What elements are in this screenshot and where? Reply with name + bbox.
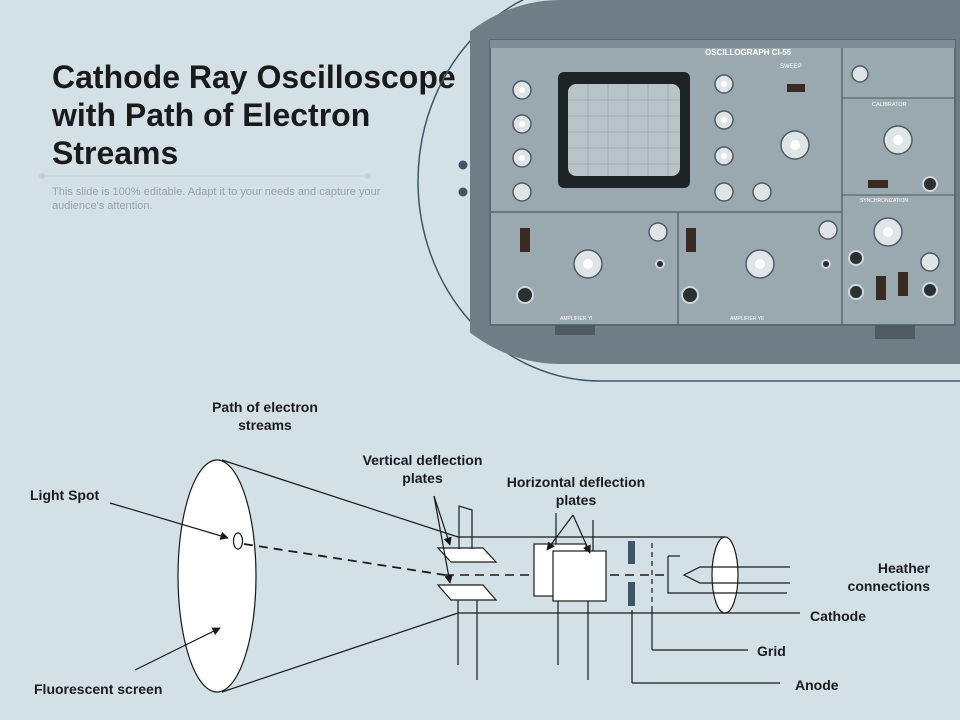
cathode-end (711, 536, 739, 614)
horizontal-plates-label: Horizontal deflection plates (506, 474, 646, 508)
cathode-label: Cathode (810, 608, 866, 624)
vertical-plate-bottom (436, 584, 498, 601)
anode-top-block (628, 541, 635, 564)
tube-bottom-edge (221, 612, 459, 693)
synchronization-label: SYNCHRONIZATION (860, 198, 908, 204)
heather-lead (667, 556, 787, 594)
fluorescent-screen (177, 459, 257, 693)
vertical-arrow-2 (433, 495, 453, 584)
vertical-arrow-1 (433, 495, 452, 546)
cathode-element (682, 566, 790, 584)
panel-title-text: OSCILLOGRAPH CI-55 (705, 48, 792, 57)
slide-subtitle: This slide is 100% editable. Adapt it to… (52, 186, 381, 212)
light-spot (232, 532, 244, 550)
fluorescent-arrow (134, 627, 221, 671)
light-spot-arrow (109, 502, 229, 540)
arc-dot-bottom (458, 187, 468, 197)
electron-beam-path (243, 543, 446, 576)
amplifier-y1-label: AMPLIFIER YI (560, 316, 592, 322)
light-spot-label: Light Spot (30, 487, 100, 503)
anode-label: Anode (795, 677, 839, 693)
sweep-label: SWEEP (780, 64, 802, 70)
grid-label: Grid (757, 643, 786, 659)
path-label: Path of electron streams (212, 399, 318, 433)
amplifier-y2-label: AMPLIFIER YII (730, 316, 764, 322)
horizontal-arrow-2 (572, 514, 591, 554)
horizontal-plate-front (552, 550, 607, 602)
heather-connections-label: Heather connections (847, 560, 930, 594)
vertical-plates-label: Vertical deflection plates (362, 452, 483, 486)
slide-title: Cathode Ray Oscilloscope with Path of El… (52, 59, 456, 171)
vertical-plate-top-lead (458, 505, 473, 549)
fluorescent-screen-label: Fluorescent screen (34, 681, 163, 697)
horizontal-plate-back (533, 543, 587, 597)
anode-bottom-block (628, 582, 635, 606)
calibrator-label: CALIBRATOR (872, 102, 907, 108)
vertical-plate-top (436, 547, 498, 563)
horizontal-arrow-1 (546, 514, 574, 551)
